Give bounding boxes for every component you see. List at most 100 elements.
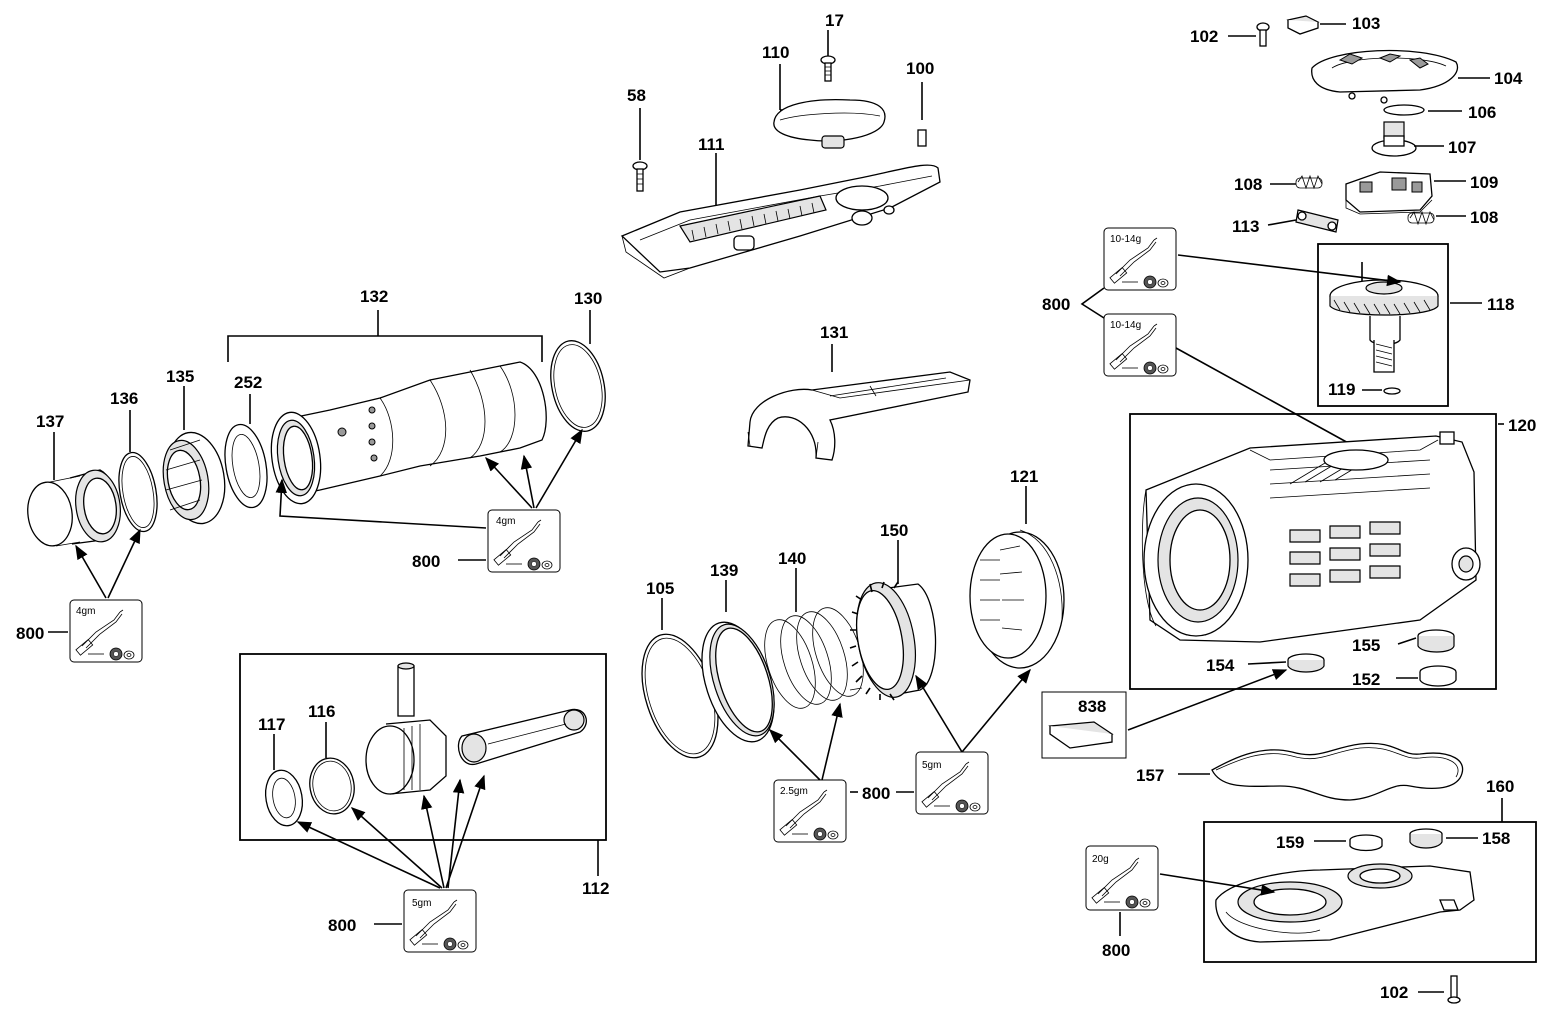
connecting-rod	[457, 708, 587, 765]
callout-838: 838	[1078, 697, 1106, 716]
box-118	[1317, 243, 1449, 407]
bearing-158	[1409, 828, 1443, 849]
oring-136	[118, 410, 158, 533]
callout-120: 120	[1508, 416, 1536, 435]
link-113	[1295, 209, 1339, 233]
ring-139	[701, 580, 775, 743]
ring-152	[1396, 665, 1457, 687]
callout-252: 252	[234, 373, 262, 392]
screw-102-top	[1256, 22, 1270, 47]
gear-118	[1329, 262, 1439, 373]
grease-pack-5gm-clutch: 5gm	[915, 751, 989, 815]
callout-104: 104	[1494, 69, 1523, 88]
bracket-838	[1048, 721, 1114, 749]
callout-106: 106	[1468, 103, 1496, 122]
screw-17	[820, 30, 836, 82]
oring-106	[1383, 104, 1462, 116]
callout-136: 136	[110, 389, 138, 408]
bearing-159	[1349, 834, 1383, 852]
cylinder	[270, 361, 547, 505]
callout-119: 119	[1328, 380, 1355, 399]
spring-108-right	[1407, 210, 1466, 226]
bearing-155	[1397, 629, 1455, 653]
grease-label-5gm-piston: 5gm	[412, 898, 431, 909]
pin	[397, 662, 415, 717]
grease-pack-mid: 10-14g	[1103, 313, 1177, 377]
grease-pack-25gm: 2.5gm	[773, 779, 847, 843]
callout-135: 135	[166, 367, 194, 386]
callout-107: 107	[1448, 138, 1476, 157]
sleeve-131	[747, 344, 971, 461]
grease-label-4gm-cyl: 4gm	[496, 516, 515, 527]
callout-800-cyl: 800	[412, 552, 440, 571]
grease-pack-top: 10-14g	[1103, 227, 1177, 291]
callout-158: 158	[1482, 829, 1510, 848]
callout-102-bottom: 102	[1380, 983, 1408, 1002]
ring-252	[224, 394, 268, 509]
grease-label-20g: 20g	[1092, 854, 1109, 865]
callout-130: 130	[574, 289, 602, 308]
cap-137	[27, 432, 121, 547]
callout-154: 154	[1206, 656, 1235, 675]
screw-58	[632, 108, 648, 192]
callout-17: 17	[825, 11, 844, 30]
callout-800-left: 800	[16, 624, 44, 643]
callout-139: 139	[710, 561, 738, 580]
block-109	[1345, 171, 1466, 215]
callout-110: 110	[762, 43, 789, 62]
callout-150: 150	[880, 521, 908, 540]
callout-112: 112	[582, 879, 609, 898]
callout-800-20g: 800	[1102, 941, 1130, 960]
gear-cover-160	[1215, 863, 1475, 943]
callout-140: 140	[778, 549, 806, 568]
callout-108-left: 108	[1234, 175, 1262, 194]
grease-pack-5gm-piston: 5gm	[403, 889, 477, 953]
screw-102-bottom	[1447, 975, 1461, 1004]
grease-label-5gm-clutch: 5gm	[922, 760, 941, 771]
piston	[365, 719, 447, 795]
callout-100: 100	[906, 59, 934, 78]
callout-800-piston: 800	[328, 916, 356, 935]
callout-800-right: 800	[1042, 295, 1070, 314]
grease-pack-4gm-left: 4gm	[69, 599, 143, 663]
gear-107	[1371, 121, 1444, 157]
callout-108-right: 108	[1470, 208, 1498, 227]
callout-152: 152	[1352, 670, 1380, 689]
gear-housing-120	[1141, 431, 1481, 643]
callout-121: 121	[1010, 467, 1038, 486]
callout-137: 137	[36, 412, 64, 431]
callout-132: 132	[360, 287, 388, 306]
ring-117	[264, 734, 304, 827]
grease-label-4gm-left: 4gm	[76, 606, 95, 617]
collar-135	[162, 386, 226, 525]
callout-159: 159	[1276, 833, 1304, 852]
spring-108-left	[1295, 174, 1323, 190]
grease-pack-20g: 20g	[1085, 845, 1159, 911]
callout-131: 131	[820, 323, 848, 342]
grease-label-25gm: 2.5gm	[780, 786, 808, 797]
housing-cover-111	[620, 153, 941, 279]
clutch-150	[849, 540, 937, 701]
callout-109: 109	[1470, 173, 1498, 192]
callout-118: 118	[1487, 295, 1514, 314]
callout-800-25gm: 800	[862, 784, 890, 803]
callout-103: 103	[1352, 14, 1380, 33]
pin-100	[917, 82, 927, 147]
ring-116	[309, 722, 355, 815]
callout-102-top: 102	[1190, 27, 1218, 46]
box-112	[239, 653, 607, 841]
callout-116: 116	[308, 702, 335, 721]
pad-103	[1286, 15, 1346, 35]
box-120	[1129, 413, 1497, 690]
callout-157: 157	[1136, 766, 1164, 785]
callout-160: 160	[1486, 777, 1514, 796]
callout-58: 58	[627, 86, 646, 105]
callout-113: 113	[1232, 217, 1259, 236]
callout-105: 105	[646, 579, 674, 598]
grease-label-top: 10-14g	[1110, 234, 1141, 245]
box-160	[1203, 821, 1537, 963]
callout-155: 155	[1352, 636, 1380, 655]
oring-130	[550, 310, 606, 432]
